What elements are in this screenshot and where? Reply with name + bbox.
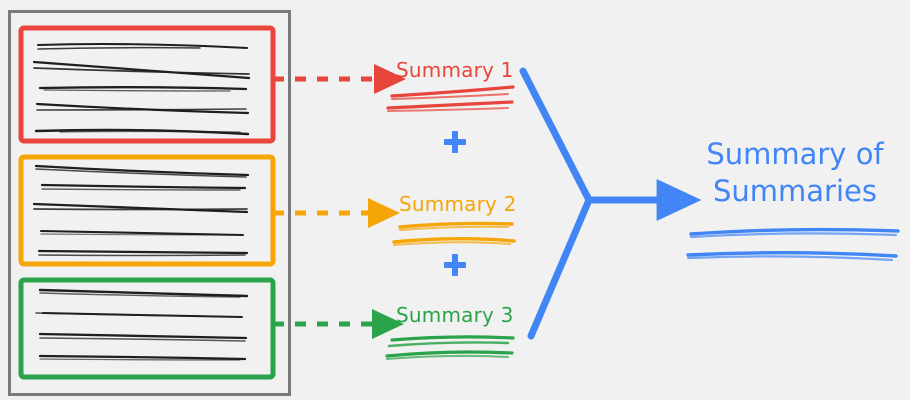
doc-section-1 [18,25,276,144]
doc-section-2 [18,154,276,267]
doc-section-2-text-lines [32,164,250,257]
merge-arrow [519,67,702,340]
source-documents-container [8,10,291,396]
summary-of-summaries-line2: Summaries [713,174,877,208]
doc-section-1-border [18,25,276,144]
plus-1-icon [444,131,466,153]
summary-of-summaries-label: Summary of Summaries [700,136,890,210]
summary-2-scribble [392,221,516,246]
summary-of-summaries-line1: Summary of [706,137,884,171]
doc-section-3-text-lines [35,288,249,361]
summary-2-label: Summary 2 [399,192,517,216]
summary-3-scribble [385,335,515,360]
plus-2-icon [444,254,466,276]
summary-of-summaries-scribble [686,227,900,262]
merge-arrow-branch-top [519,67,593,204]
merge-arrow-branch-bottom [527,196,593,340]
summary-3-label: Summary 3 [396,303,514,327]
summary-1-label: Summary 1 [396,58,514,82]
doc-section-3-border [18,277,276,380]
doc-section-3 [18,277,276,380]
summary-1-scribble [386,85,515,112]
doc-section-1-text-lines [32,42,251,136]
